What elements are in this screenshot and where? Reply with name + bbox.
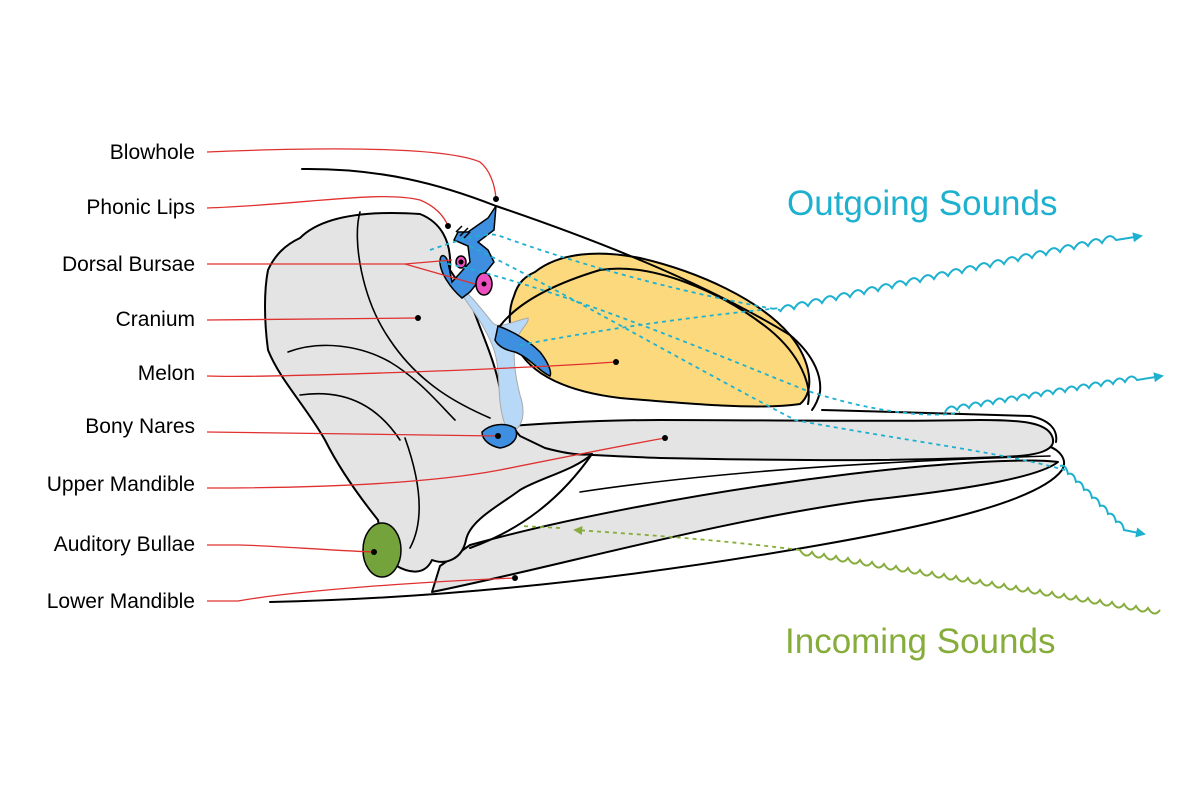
head-inner-outline xyxy=(499,267,810,405)
dot-auditory-bullae xyxy=(371,549,377,555)
leader-lower-mandible xyxy=(207,577,516,602)
cranium-lower-arc xyxy=(404,437,420,549)
cranium-suture-2 xyxy=(287,344,456,421)
outgoing-wave-top xyxy=(779,232,1143,313)
outgoing-path-cross xyxy=(519,307,781,346)
melon-shape xyxy=(508,252,811,408)
nasal-passage-lower xyxy=(494,325,552,377)
label-auditory-bullae: Auditory Bullae xyxy=(54,533,195,556)
dot-cranium xyxy=(415,315,421,321)
auditory-bullae-shape xyxy=(362,522,402,578)
leader-lines xyxy=(206,148,666,602)
outgoing-sound-paths xyxy=(429,233,1066,471)
label-melon: Melon xyxy=(138,362,195,385)
outgoing-path-middle xyxy=(439,261,961,416)
leader-phonic-lips xyxy=(206,195,449,227)
label-lower-mandible: Lower Mandible xyxy=(47,590,195,613)
label-phonic-lips: Phonic Lips xyxy=(86,196,195,219)
dot-phonic-lips xyxy=(445,223,451,229)
leader-melon xyxy=(206,361,617,377)
label-bony-nares: Bony Nares xyxy=(85,415,195,438)
incoming-dashed-arrow xyxy=(573,525,801,551)
leader-cranium xyxy=(206,317,419,321)
label-upper-mandible: Upper Mandible xyxy=(47,473,195,496)
dot-dorsal-bursa-b xyxy=(481,281,487,287)
anatomy-labels: Blowhole Phonic Lips Dorsal Bursae Crani… xyxy=(47,141,195,613)
label-blowhole: Blowhole xyxy=(110,141,195,164)
leader-blowhole xyxy=(206,148,497,200)
lower-mandible-shape xyxy=(431,459,1059,593)
leader-bony-nares xyxy=(206,431,499,437)
incoming-sound-path xyxy=(519,525,1161,615)
heading-incoming-sounds: Incoming Sounds xyxy=(785,622,1055,661)
rostrum-outline xyxy=(821,409,1058,443)
dot-bony-nares xyxy=(495,433,501,439)
head-outline xyxy=(301,167,822,411)
outgoing-wave-middle xyxy=(944,372,1164,413)
dot-upper-mandible xyxy=(662,435,668,441)
leader-auditory-bullae xyxy=(207,544,375,553)
leader-dots xyxy=(371,196,668,581)
dot-lower-mandible xyxy=(512,575,518,581)
leader-upper-mandible xyxy=(206,437,666,489)
cranium-suture-3 xyxy=(299,393,401,441)
incoming-wave xyxy=(799,549,1161,615)
dot-blowhole xyxy=(493,196,499,202)
beak-inner-line xyxy=(579,455,1051,493)
heading-outgoing-sounds: Outgoing Sounds xyxy=(787,184,1057,223)
cranium-suture-1 xyxy=(356,211,491,419)
jaw-hinge-arc xyxy=(469,453,593,549)
outgoing-path-bottom xyxy=(469,245,1066,471)
label-cranium: Cranium xyxy=(116,308,195,331)
dot-dorsal-bursa-a xyxy=(458,259,464,265)
outgoing-wave-bottom xyxy=(1059,464,1146,538)
dot-melon xyxy=(613,359,619,365)
label-dorsal-bursae: Dorsal Bursae xyxy=(62,253,195,276)
outgoing-waves xyxy=(779,232,1164,538)
incoming-dashed-tail xyxy=(519,525,561,529)
leader-dorsal-bursae-b xyxy=(404,263,476,285)
phonic-lips-shape xyxy=(455,225,471,239)
